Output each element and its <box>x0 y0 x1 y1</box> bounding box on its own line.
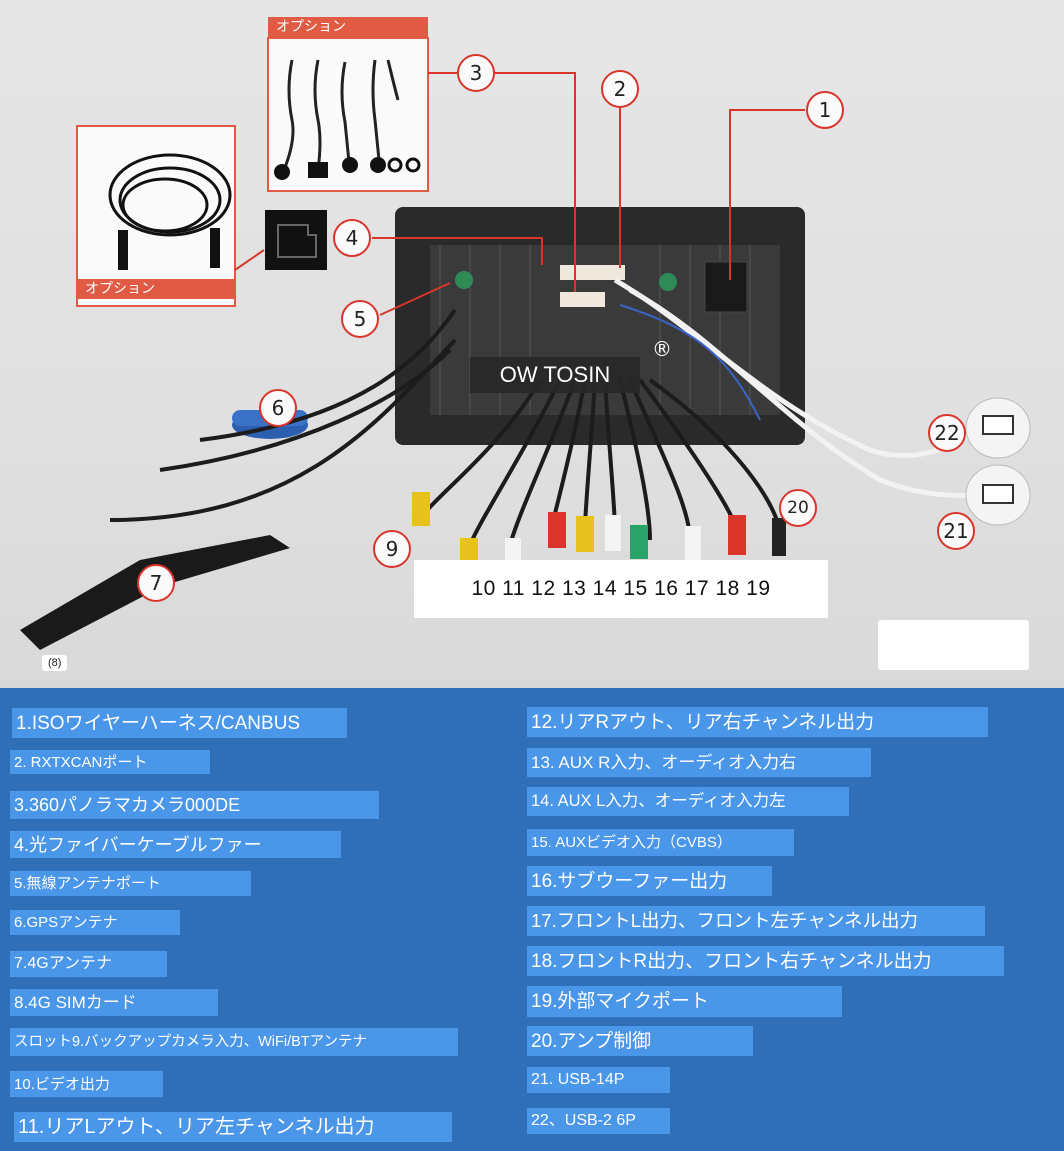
legend-item-7: 7.4Gアンテナ <box>10 951 167 977</box>
callout-22-text: 22 <box>934 421 959 445</box>
callout-22 <box>928 414 966 452</box>
legend-item-1: 1.ISOワイヤーハーネス/CANBUS <box>12 708 347 738</box>
legend-item-17: 17.フロントL出力、フロント左チャンネル出力 <box>527 906 985 936</box>
callout-9-text: 9 <box>386 537 399 561</box>
callout-4 <box>333 219 371 257</box>
brand-label: OW TOSIN <box>470 357 640 393</box>
legend-item-3: 3.360パノラマカメラ000DE <box>10 791 379 819</box>
product-photo: 1 2 3 4 5 6 7 9 20 21 22 ® オプション オプション O… <box>0 0 1064 688</box>
legend-item-21: 21. USB-14P <box>527 1067 670 1093</box>
callout-1-text: 1 <box>819 98 832 122</box>
callout-1 <box>806 91 844 129</box>
legend-item-10: 10.ビデオ出力 <box>10 1071 163 1097</box>
legend-item-8: 8.4G SIMカード <box>10 989 218 1016</box>
legend-item-11: 11.リアLアウト、リア左チャンネル出力 <box>14 1112 452 1142</box>
legend-item-6: 6.GPSアンテナ <box>10 910 180 935</box>
callout-21-text: 21 <box>943 519 968 543</box>
legend-item-9: スロット9.バックアップカメラ入力、WiFi/BTアンテナ <box>10 1028 458 1056</box>
pin-numbers: 10 11 12 13 14 15 16 17 18 19 <box>471 577 771 600</box>
callout-5-text: 5 <box>354 307 367 331</box>
option-label-left: オプション <box>77 279 235 299</box>
callout-2-text: 2 <box>614 77 627 101</box>
callout-20 <box>779 489 817 527</box>
legend-item-13: 13. AUX R入力、オーディオ入力右 <box>527 748 871 777</box>
callout-4-text: 4 <box>346 226 359 250</box>
callout-6 <box>259 389 297 427</box>
callout-3 <box>457 54 495 92</box>
legend-item-18: 18.フロントR出力、フロント右チャンネル出力 <box>527 946 1004 976</box>
legend-item-12: 12.リアRアウト、リア右チャンネル出力 <box>527 707 988 737</box>
legend-item-20: 20.アンプ制御 <box>527 1026 753 1056</box>
callout-9 <box>373 530 411 568</box>
legend-item-15: 15. AUXビデオ入力（CVBS） <box>527 829 794 856</box>
legend-item-5: 5.無線アンテナポート <box>10 871 251 896</box>
callout-7-text: 7 <box>150 571 163 595</box>
legend-item-19: 19.外部マイクポート <box>527 986 842 1017</box>
callout-7 <box>137 564 175 602</box>
legend-item-2: 2. RXTXCANポート <box>10 750 210 774</box>
callout-21 <box>937 512 975 550</box>
callout-6-text: 6 <box>272 396 285 420</box>
option-label-top: オプション <box>268 17 428 37</box>
callout-5 <box>341 300 379 338</box>
legend-item-22: 22、USB-2 6P <box>527 1108 670 1134</box>
legend-item-16: 16.サブウーファー出力 <box>527 866 772 896</box>
registered-mark: ® <box>652 337 672 361</box>
callout-3-text: 3 <box>470 61 483 85</box>
callout-2 <box>601 70 639 108</box>
callout-8-label: (8) <box>42 655 68 671</box>
legend-item-14: 14. AUX L入力、オーディオ入力左 <box>527 787 849 816</box>
pin-number-box: 10 11 12 13 14 15 16 17 18 19 <box>414 560 828 618</box>
callout-20-text: 20 <box>787 498 809 518</box>
legend-item-4: 4.光ファイバーケーブルファー <box>10 831 341 858</box>
blank-label <box>878 620 1029 670</box>
